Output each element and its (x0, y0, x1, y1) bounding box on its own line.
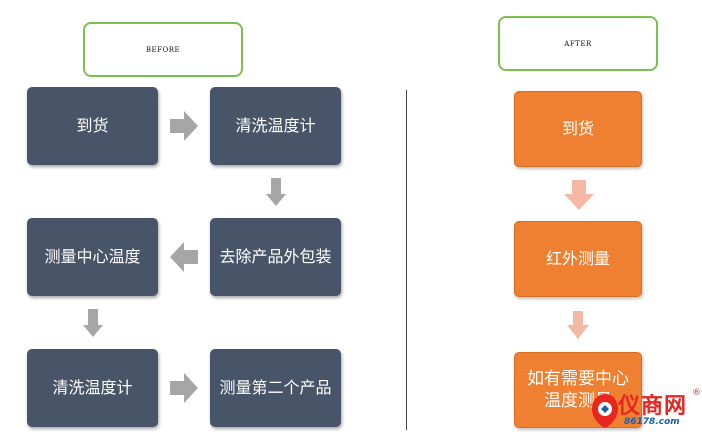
arrow-down-icon (266, 178, 286, 206)
registered-mark-icon: ® (692, 388, 701, 398)
before-step-measure-core-temp: 测量中心温度 (27, 218, 158, 296)
before-step-measure-second-product-label: 测量第二个产品 (219, 378, 332, 397)
arrow-down-icon (567, 311, 589, 339)
before-step-remove-packaging-label: 去除产品外包装 (219, 247, 332, 266)
before-header-label: BEFORE (145, 45, 181, 54)
arrow-right-icon (170, 373, 198, 403)
before-step-clean-thermometer-2: 清洗温度计 (27, 349, 158, 427)
after-step-infrared-measurement-label: 红外测量 (545, 249, 610, 268)
before-step-measure-second-product: 测量第二个产品 (210, 349, 341, 427)
before-step-measure-core-temp-label: 测量中心温度 (44, 247, 141, 266)
before-header: BEFORE (83, 22, 243, 77)
watermark-brand: 仪商网 (618, 394, 688, 419)
column-divider (406, 90, 407, 430)
arrow-right-icon (170, 111, 198, 141)
after-step-arrival: 到货 (514, 91, 642, 167)
after-header: AFTER (498, 16, 658, 71)
before-step-clean-thermometer-1: 清洗温度计 (210, 87, 341, 165)
after-step-core-temp-if-needed-label: 如有需要中心温度测量 (527, 369, 629, 411)
after-step-infrared-measurement: 红外测量 (514, 221, 642, 297)
watermark-url: 86178.com (624, 417, 680, 427)
brand-logo-icon (592, 394, 618, 428)
arrow-down-icon (564, 180, 594, 210)
before-step-arrival-label: 到货 (76, 116, 109, 135)
after-header-label: AFTER (564, 39, 592, 48)
before-step-clean-thermometer-2-label: 清洗温度计 (52, 378, 133, 397)
watermark: 仪商网 ® 86178.com (588, 388, 701, 440)
before-step-arrival: 到货 (27, 87, 158, 165)
before-step-remove-packaging: 去除产品外包装 (210, 218, 341, 296)
arrow-down-icon (83, 309, 103, 337)
before-step-clean-thermometer-1-label: 清洗温度计 (235, 116, 316, 135)
after-step-arrival-label: 到货 (561, 119, 594, 138)
arrow-left-icon (170, 242, 198, 272)
after-step-core-temp-if-needed: 如有需要中心温度测量 (514, 352, 642, 428)
